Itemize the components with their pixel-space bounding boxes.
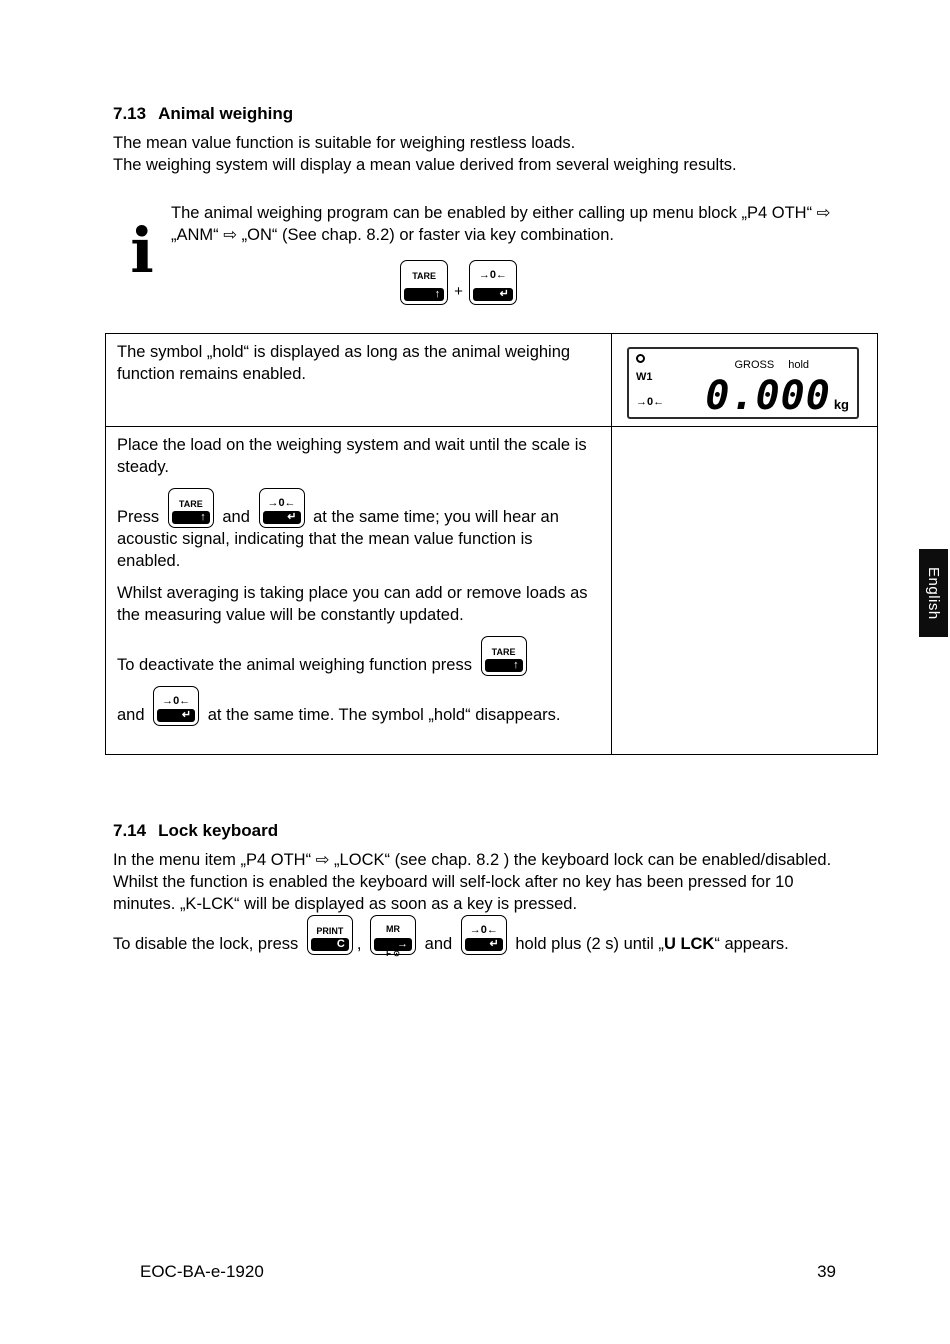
info-text: The animal weighing program can be enabl…	[171, 204, 831, 244]
tare-key: TARE ↑	[400, 260, 449, 305]
tare-key-label: TARE	[178, 499, 203, 509]
display-value: 0.000	[705, 373, 831, 419]
table-cell-empty	[611, 426, 878, 755]
hold-symbol-text: The symbol „hold“ is displayed as long a…	[117, 343, 571, 383]
display-unit: kg	[833, 397, 849, 412]
mr-key: MR F ⊙ →	[370, 915, 417, 958]
tare-key-label: TARE	[491, 647, 516, 657]
print-key: PRINT C	[306, 915, 353, 955]
language-tab: English	[919, 549, 948, 637]
key-combination: TARE ↑ + →0← ↵	[171, 260, 746, 305]
zero-key-label: →0←	[478, 269, 507, 281]
up-arrow-icon: ↑	[171, 511, 210, 524]
table-row: Place the load on the weighing system an…	[105, 426, 878, 755]
zero-key-label: →0←	[469, 924, 498, 936]
section-number: 7.13	[113, 104, 147, 123]
stability-indicator-icon	[636, 354, 645, 363]
enter-icon: ↵	[464, 938, 503, 951]
table-cell-text: The symbol „hold“ is displayed as long a…	[105, 333, 612, 427]
section-title: Animal weighing	[158, 104, 294, 123]
section-number: 7.14	[113, 821, 147, 840]
section-714-heading: 7.14 Lock keyboard	[113, 821, 836, 841]
tare-key: TARE ↑	[167, 488, 214, 528]
plus-sign: +	[454, 283, 463, 300]
step-text: Whilst averaging is taking place you can…	[117, 584, 588, 624]
zero-key: →0← ↵	[258, 488, 305, 528]
mr-key-label: MR	[386, 924, 401, 934]
paragraph: The weighing system will display a mean …	[113, 156, 737, 174]
up-arrow-icon: ↑	[404, 288, 445, 301]
w1-label: W1	[636, 371, 653, 383]
paragraph: The mean value function is suitable for …	[113, 134, 576, 152]
lock-instruction: To disable the lock, press PRINT C , MR …	[113, 915, 836, 958]
tare-key-label: TARE	[412, 271, 437, 281]
enter-icon: ↵	[262, 511, 301, 524]
up-arrow-icon: ↑	[484, 659, 523, 672]
print-key-label: PRINT	[316, 926, 344, 936]
step-text: To deactivate the animal weighing functi…	[117, 636, 600, 676]
footer-doc-id: EOC-BA-e-1920	[140, 1262, 264, 1281]
instruction-table: The symbol „hold“ is displayed as long a…	[105, 333, 878, 755]
zero-key-label: →0←	[162, 695, 191, 707]
zero-key: →0← ↵	[153, 686, 200, 726]
zero-key-label: →0←	[267, 497, 296, 509]
tare-key: TARE ↑	[480, 636, 527, 676]
footer-page-number: 39	[817, 1262, 836, 1281]
hold-label: hold	[788, 359, 809, 371]
step-text: and →0← ↵ at the same time. The symbol „…	[117, 686, 600, 726]
gross-label: GROSS	[734, 359, 775, 371]
section-title: Lock keyboard	[158, 821, 279, 840]
enter-icon: ↵	[157, 709, 196, 722]
section-713-heading: 7.13 Animal weighing	[113, 104, 836, 124]
code-text: U LCK	[663, 935, 715, 953]
table-cell-text: Place the load on the weighing system an…	[105, 426, 612, 755]
info-icon: i	[130, 214, 154, 287]
enter-icon: ↵	[472, 288, 513, 301]
zero-key: →0← ↵	[468, 260, 517, 305]
paragraph: In the menu item „P4 OTH“ ⇨ „LOCK“ (see …	[113, 851, 832, 869]
step-text: Press TARE ↑ and →0← ↵ at the same time;…	[117, 488, 600, 572]
table-row: The symbol „hold“ is displayed as long a…	[105, 333, 878, 427]
paragraph: Whilst the function is enabled the keybo…	[113, 873, 794, 913]
step-text: Place the load on the weighing system an…	[117, 436, 587, 476]
info-note: i The animal weighing program can be ena…	[113, 202, 836, 305]
clear-icon: C	[310, 938, 349, 951]
zero-key: →0← ↵	[460, 915, 507, 955]
zero-indicator: →0←	[636, 396, 665, 408]
right-arrow-icon: →	[374, 938, 413, 951]
page-footer: EOC-BA-e-1920 39	[140, 1262, 836, 1282]
